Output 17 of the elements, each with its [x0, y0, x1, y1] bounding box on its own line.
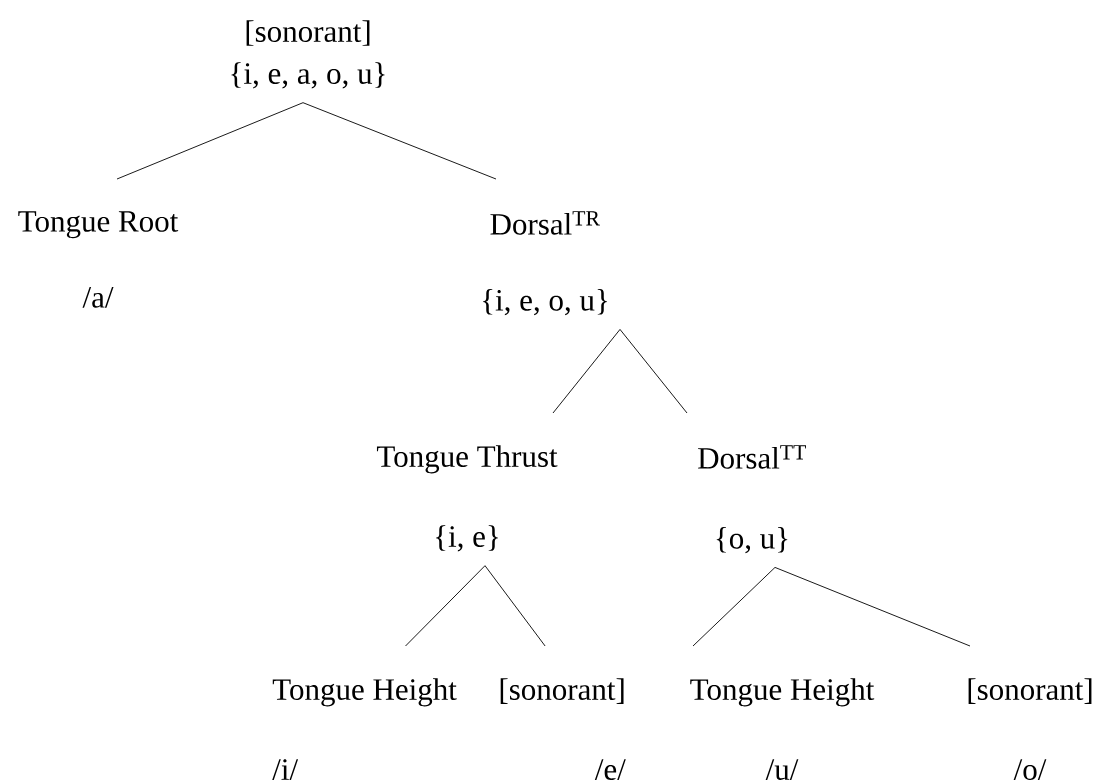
tree-node-label: [sonorant] /e/	[500, 678, 626, 780]
tree-node-label: Tongue Thrust {i, e}	[376, 445, 558, 552]
branch-line	[692, 566, 776, 647]
tree-node-label: [sonorant] {i, e, a, o, u}	[231, 20, 385, 89]
tree-node-label: Tongue Height /u/	[690, 678, 875, 780]
branch-line	[116, 102, 304, 180]
tree-node-label: Dorsal$^{TR}$ {i, e, o, u}	[483, 211, 607, 316]
branch-line	[484, 565, 546, 647]
branch-line	[405, 565, 486, 647]
branch-line	[552, 328, 621, 414]
branch-line	[302, 102, 497, 180]
branch-line	[774, 566, 971, 647]
tree-node-label: Tongue Height /i/	[272, 678, 457, 780]
tree-node-label: Dorsal$^{TT}$ {o, u}	[698, 445, 806, 554]
branch-line	[619, 328, 688, 414]
tree-node-label: [sonorant] /o/	[968, 678, 1092, 780]
tree-node-label: Tongue Root /a/	[18, 211, 179, 308]
